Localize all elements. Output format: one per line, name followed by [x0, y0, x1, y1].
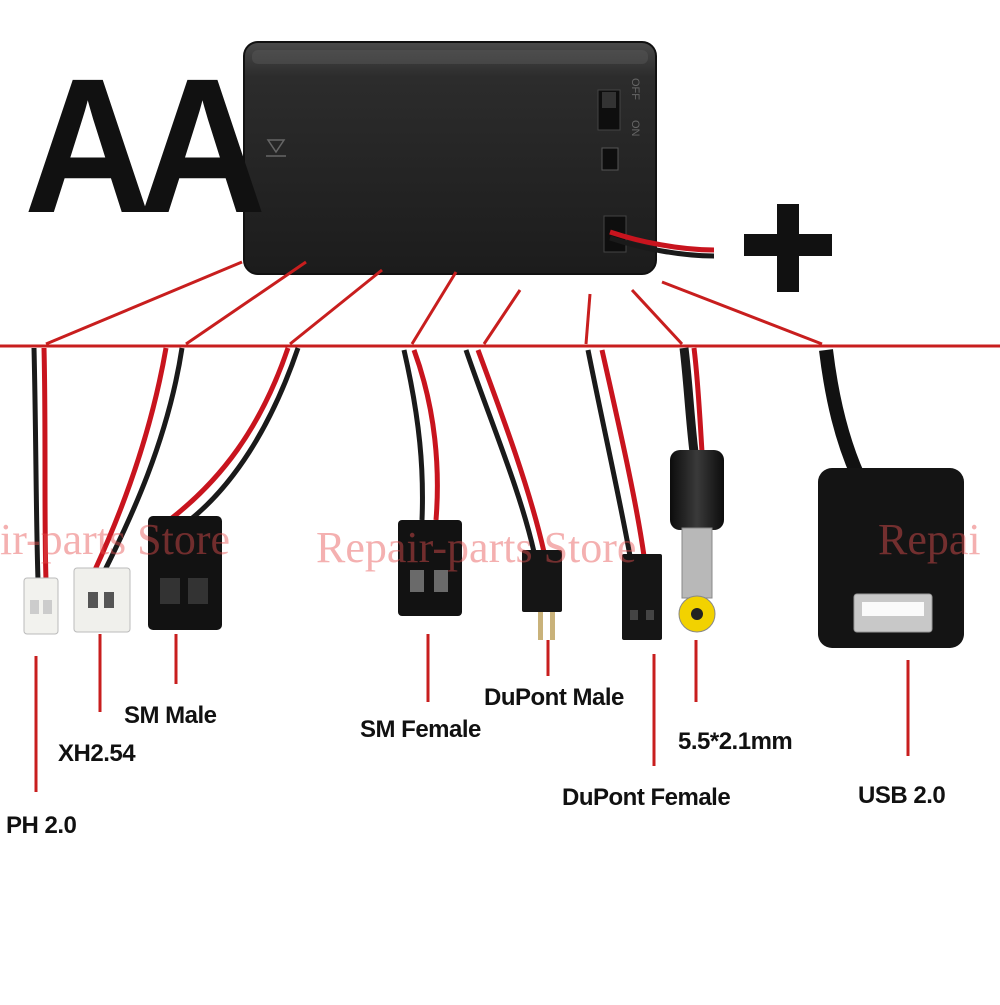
connector-wires [31, 347, 865, 581]
dupont-male-connector [522, 550, 562, 640]
connector-heads [23, 450, 964, 648]
label-sm-female: SM Female [360, 716, 481, 743]
label-xh2-54: XH2.54 [58, 740, 136, 767]
watermark-right: Repai [878, 515, 981, 564]
label-sm-male: SM Male [124, 702, 217, 729]
battery-type-heading: AA [24, 38, 266, 253]
switch-off-label: OFF [629, 78, 641, 100]
ph-connector [23, 577, 59, 635]
sm-male-connector [148, 516, 222, 630]
battery-box: OFF ON [243, 41, 657, 275]
label-dupont-female: DuPont Female [562, 784, 731, 811]
plus-sign-shape [744, 204, 832, 292]
label-dupont-male: DuPont Male [484, 684, 624, 711]
sm-female-connector [398, 520, 462, 616]
watermark-left: ir-parts Store [0, 515, 231, 564]
dupont-female-connector [622, 554, 662, 640]
xh-connector [73, 567, 131, 633]
usb-connector [818, 468, 964, 648]
watermark-center: Repair-parts Store [316, 523, 637, 572]
label-dc-5-5x2-1mm: 5.5*2.1mm [678, 728, 793, 755]
label-pointer-lines [34, 634, 910, 792]
pointer-lines [0, 260, 1000, 348]
label-ph-2-0: PH 2.0 [6, 812, 77, 839]
dc-plug-connector [670, 450, 724, 633]
switch-on-label: ON [629, 120, 641, 137]
label-usb-2-0: USB 2.0 [858, 782, 946, 809]
battery-lead-wires [609, 229, 715, 259]
